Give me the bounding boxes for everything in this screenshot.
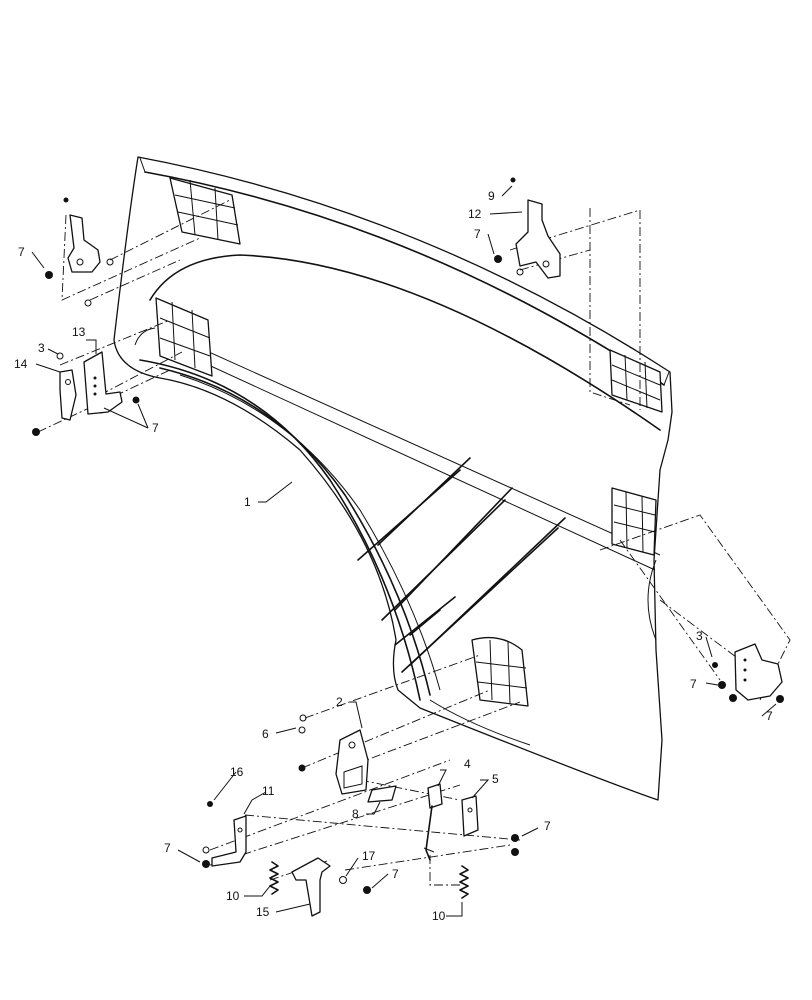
callout-8: 8	[352, 807, 359, 821]
bolt-icon	[712, 662, 718, 668]
callout-1: 1	[244, 495, 251, 509]
bolt-icon	[56, 352, 64, 360]
bracket-14	[59, 369, 77, 421]
callout-3: 3	[38, 341, 45, 355]
washer-icon	[106, 258, 114, 266]
callout-10: 10	[226, 889, 240, 903]
bolt-icon	[63, 197, 69, 203]
nut-icon	[729, 694, 737, 702]
callout-7: 7	[18, 245, 25, 259]
shim-8	[367, 785, 397, 803]
washer-icon	[298, 726, 306, 734]
nut-icon	[494, 255, 502, 263]
mounting-boss-right	[611, 487, 657, 556]
callout-labels: 1 2 3 3 4 5 6 7 7 7 7 7 7 7 7 8 9 10 10 …	[14, 189, 773, 923]
washer-icon	[339, 876, 347, 884]
callout-5: 5	[492, 772, 499, 786]
washer-icon	[84, 299, 92, 307]
bolt-icon	[299, 714, 307, 722]
callout-11: 11	[262, 784, 275, 798]
bolt-icon	[207, 801, 213, 807]
callout-7: 7	[164, 841, 171, 855]
callout-17: 17	[362, 849, 376, 863]
nut-icon	[298, 764, 306, 772]
bracket-top-left	[67, 214, 101, 273]
nut-icon	[32, 428, 40, 436]
handle-15	[291, 857, 331, 917]
callout-7: 7	[392, 867, 399, 881]
bracket-12	[515, 199, 561, 279]
fender-panel	[113, 156, 673, 801]
callout-4: 4	[464, 757, 471, 771]
callout-7: 7	[544, 819, 551, 833]
callout-7: 7	[766, 709, 773, 723]
plate-13	[83, 351, 123, 415]
mounting-boss-top-left	[169, 177, 241, 245]
bracket-2	[335, 729, 369, 795]
nut-icon	[718, 681, 726, 689]
nut-icon	[45, 271, 53, 279]
nut-icon	[511, 848, 519, 856]
nut-icon	[511, 834, 519, 842]
callout-2: 2	[336, 695, 343, 709]
washer-icon	[516, 268, 524, 276]
nut-icon	[776, 695, 784, 703]
bracket-5	[461, 795, 479, 837]
leader-lines	[31, 185, 777, 917]
mounting-boss-top-right	[609, 349, 663, 413]
callout-10: 10	[432, 909, 446, 923]
callout-7: 7	[690, 677, 697, 691]
bracket-11	[211, 815, 247, 867]
callout-7: 7	[474, 227, 481, 241]
callout-12: 12	[468, 207, 482, 221]
callout-6: 6	[262, 727, 269, 741]
washer-icon	[202, 846, 210, 854]
callout-9: 9	[488, 189, 495, 203]
spring-10-right	[459, 865, 469, 899]
callout-3: 3	[696, 629, 703, 643]
nut-icon	[132, 396, 140, 404]
bolt-icon	[510, 177, 516, 183]
callout-7: 7	[152, 421, 159, 435]
nut-icon	[202, 860, 210, 868]
spring-10-left	[269, 861, 279, 895]
mounting-boss-bottom	[471, 636, 529, 707]
mounting-boss-mid-left	[155, 297, 213, 377]
callout-15: 15	[256, 905, 270, 919]
callout-13: 13	[72, 325, 86, 339]
callout-14: 14	[14, 357, 28, 371]
callout-16: 16	[230, 765, 244, 779]
nut-icon	[363, 886, 371, 894]
latch-4	[423, 783, 443, 861]
bracket-right	[734, 643, 783, 701]
